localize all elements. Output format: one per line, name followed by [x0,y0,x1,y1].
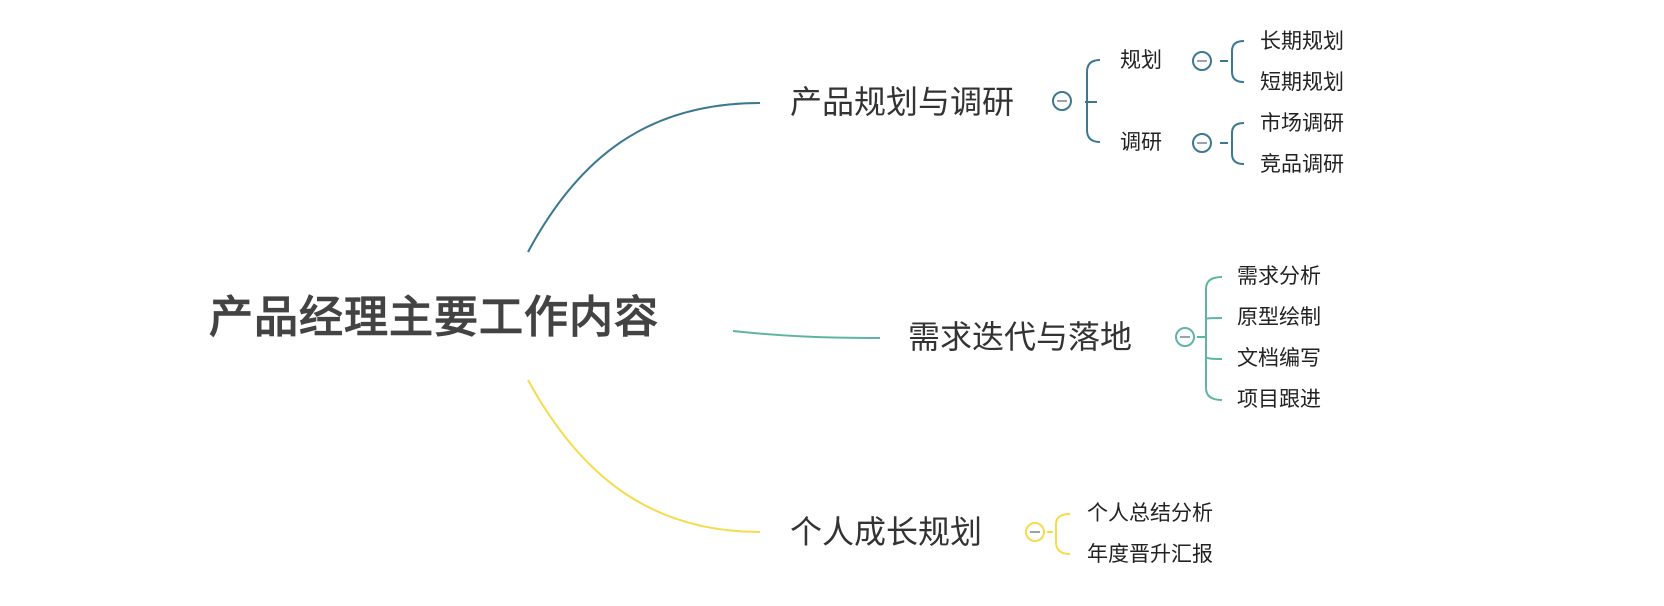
leaf-personal-summary[interactable]: 个人总结分析 [1087,501,1213,525]
collapse-button-branch-1[interactable] [1052,91,1072,111]
collapse-button-branch-2[interactable] [1175,327,1195,347]
brace-branch-1 [1085,59,1101,143]
brace-branch-2 [1197,276,1223,401]
connector-branch-1 [527,102,761,253]
leaf-requirement-analysis[interactable]: 需求分析 [1237,264,1321,288]
leaf-annual-promotion-report[interactable]: 年度晋升汇报 [1087,542,1213,566]
collapse-button-branch-3[interactable] [1025,522,1045,542]
leaf-document-writing[interactable]: 文档编写 [1237,346,1321,370]
leaf-project-follow-up[interactable]: 项目跟进 [1237,387,1321,411]
leaf-market-research[interactable]: 市场调研 [1260,111,1344,135]
leaf-competitor-research[interactable]: 竞品调研 [1260,152,1344,176]
topic-product-planning-research[interactable]: 产品规划与调研 [790,83,1015,121]
topic-personal-growth[interactable]: 个人成长规划 [790,513,983,551]
subtopic-diaoyan[interactable]: 调研 [1120,130,1162,154]
brace-branch-3 [1047,513,1071,555]
connector-branch-3 [527,379,761,533]
leaf-short-term-planning[interactable]: 短期规划 [1260,70,1344,94]
brace-sub-diaoyan [1220,122,1245,165]
collapse-button-sub-guihua[interactable] [1192,51,1212,71]
collapse-button-sub-diaoyan[interactable] [1192,133,1212,153]
leaf-long-term-planning[interactable]: 长期规划 [1260,29,1344,53]
leaf-prototype-drawing[interactable]: 原型绘制 [1237,305,1321,329]
subtopic-guihua[interactable]: 规划 [1120,48,1162,72]
connector-branch-2 [732,330,881,339]
brace-sub-guihua [1220,40,1245,83]
topic-requirement-iteration[interactable]: 需求迭代与落地 [908,318,1133,356]
root-topic[interactable]: 产品经理主要工作内容 [209,292,659,343]
